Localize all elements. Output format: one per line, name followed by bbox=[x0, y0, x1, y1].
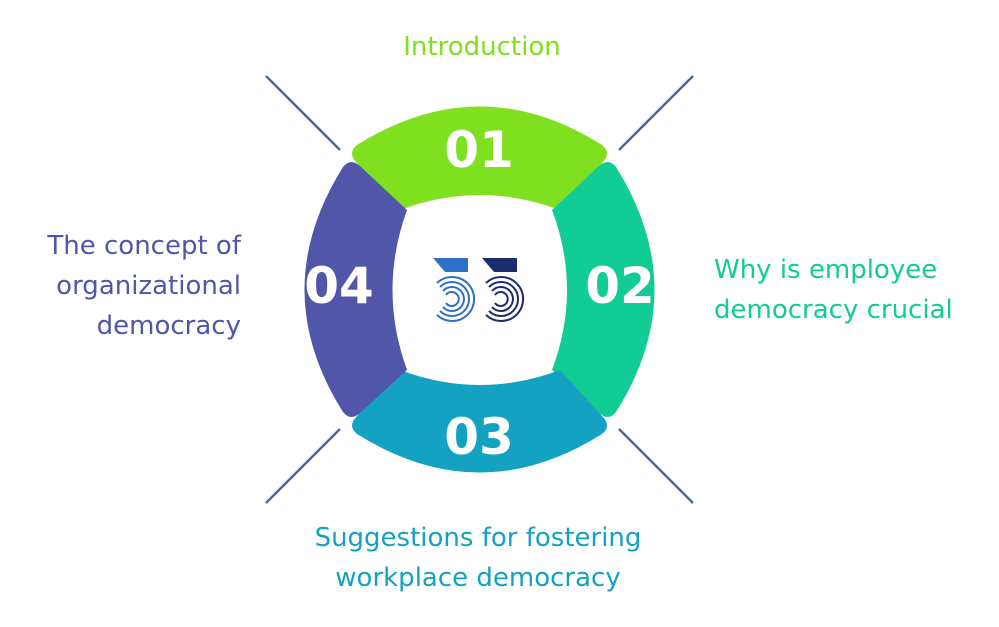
segment-01 bbox=[352, 106, 607, 210]
segment-02-label-line: democracy crucial bbox=[714, 295, 953, 325]
divider-line-bottom-right bbox=[618, 428, 694, 504]
segment-04-label: The concept of organizational democracy bbox=[0, 226, 241, 346]
segment-01-label-line: Introduction bbox=[403, 32, 561, 62]
segment-04-label-line: democracy bbox=[96, 311, 241, 341]
logo-flag-right bbox=[482, 258, 517, 272]
segment-01-number: 01 bbox=[444, 121, 514, 179]
segment-02 bbox=[552, 162, 655, 417]
segment-02-label-line: Why is employee bbox=[714, 255, 938, 285]
segment-04 bbox=[304, 162, 407, 417]
segment-04-number: 04 bbox=[304, 257, 374, 315]
divider-line-top-right bbox=[618, 75, 694, 151]
logo-flag-left bbox=[433, 258, 468, 272]
55-logo-icon bbox=[433, 258, 525, 322]
logo-arcs-right bbox=[485, 276, 525, 322]
segment-03 bbox=[352, 370, 607, 473]
segment-04-label-line: organizational bbox=[56, 271, 241, 301]
segment-02-number: 02 bbox=[585, 257, 655, 315]
divider-line-bottom-left bbox=[265, 428, 341, 504]
segment-03-label: Suggestions for fostering workplace demo… bbox=[0, 518, 956, 598]
logo-arcs-left bbox=[436, 276, 476, 322]
segment-03-label-line: Suggestions for fostering bbox=[314, 523, 642, 553]
segment-02-label: Why is employee democracy crucial bbox=[714, 250, 953, 330]
divider-line-top-left bbox=[265, 75, 341, 151]
diagonal-dividers bbox=[265, 75, 694, 504]
segment-01-label: Introduction bbox=[0, 27, 964, 67]
segment-03-number: 03 bbox=[444, 408, 514, 466]
segment-04-label-line: The concept of bbox=[47, 231, 241, 261]
segment-03-label-line: workplace democracy bbox=[335, 563, 621, 593]
